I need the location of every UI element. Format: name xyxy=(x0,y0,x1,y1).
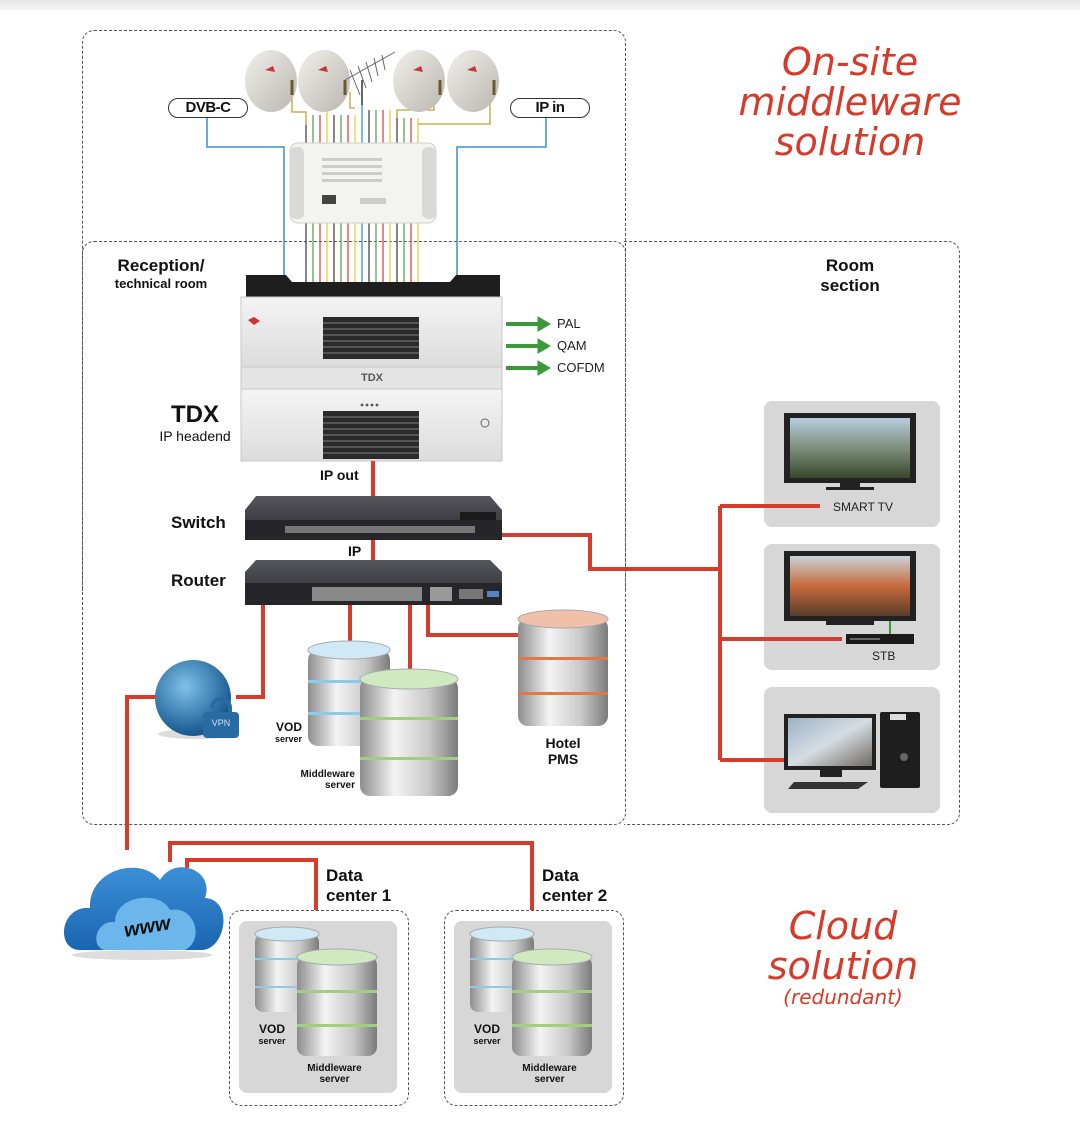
pc-icon xyxy=(784,712,920,789)
dc2-middleware-server xyxy=(511,948,593,1056)
dc1-label: Data center 1 xyxy=(326,866,391,906)
ipin-input-label: IP in xyxy=(510,98,590,118)
dc2-vod-label: VOD server xyxy=(467,1023,507,1047)
router-label: Router xyxy=(171,571,226,590)
stb-icon xyxy=(846,634,914,644)
dc1-vod-sub: server xyxy=(258,1036,286,1046)
dc1-middleware-server xyxy=(296,948,378,1056)
mw-sub: server xyxy=(324,780,355,791)
vent-grille xyxy=(323,322,419,454)
onsite-title-line2: middleware xyxy=(738,80,962,124)
network-switch xyxy=(245,496,502,540)
vod-title: VOD xyxy=(275,720,302,734)
zone-reception-room xyxy=(82,241,626,825)
dc1-mw-label: Middleware server xyxy=(292,1063,377,1085)
output-arrows xyxy=(506,316,551,376)
arrow-pal-icon xyxy=(506,316,551,332)
arrow-qam-icon xyxy=(506,338,551,354)
tdx-desc: IP headend xyxy=(159,428,231,444)
reception-label: Reception/ technical room xyxy=(100,256,222,291)
satellite-dish-3 xyxy=(393,50,445,112)
vod-sub: server xyxy=(274,734,302,744)
hotel-pms-server xyxy=(517,609,609,726)
tv-with-stb-icon xyxy=(784,551,916,640)
room-title: Room xyxy=(825,256,875,275)
dc1-subtitle: center 1 xyxy=(326,886,392,905)
vod-server-label: VOD server xyxy=(262,721,302,745)
middleware-server-onsite xyxy=(359,668,459,796)
cloud-title-line1: Cloud xyxy=(788,904,898,948)
pms-title: Hotel xyxy=(545,735,581,751)
dc1-title: Data xyxy=(326,866,363,885)
dc2-vod-sub: server xyxy=(473,1036,501,1046)
smart-tv-label: SMART TV xyxy=(833,500,894,514)
coax-ipin-line xyxy=(456,114,547,283)
mw-title: Middleware xyxy=(300,769,355,780)
terrestrial-antenna xyxy=(344,51,396,105)
cloud-title-line2: solution xyxy=(767,944,919,988)
network-router xyxy=(245,560,502,605)
arrow-cofdm-icon xyxy=(506,360,551,376)
dvbc-input-label: DVB-C xyxy=(168,98,248,118)
room-section-label: Room section xyxy=(800,256,900,296)
onsite-title-line1: On-site xyxy=(781,40,919,84)
vpn-globe-icon xyxy=(155,660,239,739)
dc2-mw-label: Middleware server xyxy=(507,1063,592,1085)
zone-datacenter-1 xyxy=(229,910,409,1106)
room-subtitle: section xyxy=(820,276,880,295)
smart-tv-icon xyxy=(784,413,916,490)
tdx-brand-logo: TDX xyxy=(361,372,383,384)
stb-label: STB xyxy=(872,649,896,663)
tdx-name: TDX xyxy=(171,401,219,428)
ip-cables xyxy=(125,461,842,910)
switch-label: Switch xyxy=(171,513,226,532)
reception-title: Reception/ xyxy=(117,256,205,275)
pms-sub: PMS xyxy=(547,751,579,767)
dc2-vod-title: VOD xyxy=(473,1022,500,1036)
dc2-mw-title: Middleware xyxy=(522,1063,577,1074)
www-cloud-icon xyxy=(63,867,224,960)
ip-label: IP xyxy=(348,543,362,559)
middleware-server-label: Middleware server xyxy=(280,769,355,791)
onsite-title-line3: solution xyxy=(774,120,926,164)
zone-room-section xyxy=(624,241,960,825)
reception-subtitle: technical room xyxy=(114,276,208,291)
multiswitch xyxy=(289,142,437,224)
cloud-subtitle: (redundant) xyxy=(783,985,903,1009)
dc2-title: Data xyxy=(542,866,579,885)
tdx-label: TDX IP headend xyxy=(140,401,250,445)
output-qam: QAM xyxy=(557,338,587,353)
onsite-title: On-site middleware solution xyxy=(700,42,1000,162)
satellite-dish-4 xyxy=(447,50,499,112)
dc1-mw-title: Middleware xyxy=(307,1063,362,1074)
dc2-label: Data center 2 xyxy=(542,866,607,906)
dc1-vod-label: VOD server xyxy=(252,1023,292,1047)
top-shadow-bar xyxy=(0,0,1080,10)
zone-datacenter-2 xyxy=(444,910,624,1106)
dc2-mw-sub: server xyxy=(534,1074,565,1085)
output-pal: PAL xyxy=(557,316,581,331)
tdx-headend-rack xyxy=(240,275,503,462)
coax-dvbc-line xyxy=(206,114,285,283)
satellite-dish-2 xyxy=(298,50,350,112)
vpn-badge-text: VPN xyxy=(211,718,231,728)
dc1-mw-sub: server xyxy=(319,1074,350,1085)
cloud-title: Cloud solution (redundant) xyxy=(700,906,986,1008)
output-cofdm: COFDM xyxy=(557,360,605,375)
dc1-vod-title: VOD xyxy=(258,1022,285,1036)
ip-out-label: IP out xyxy=(320,467,359,483)
hotel-pms-label: Hotel PMS xyxy=(533,735,593,767)
satellite-dish-1 xyxy=(245,50,297,112)
dc2-subtitle: center 2 xyxy=(542,886,608,905)
